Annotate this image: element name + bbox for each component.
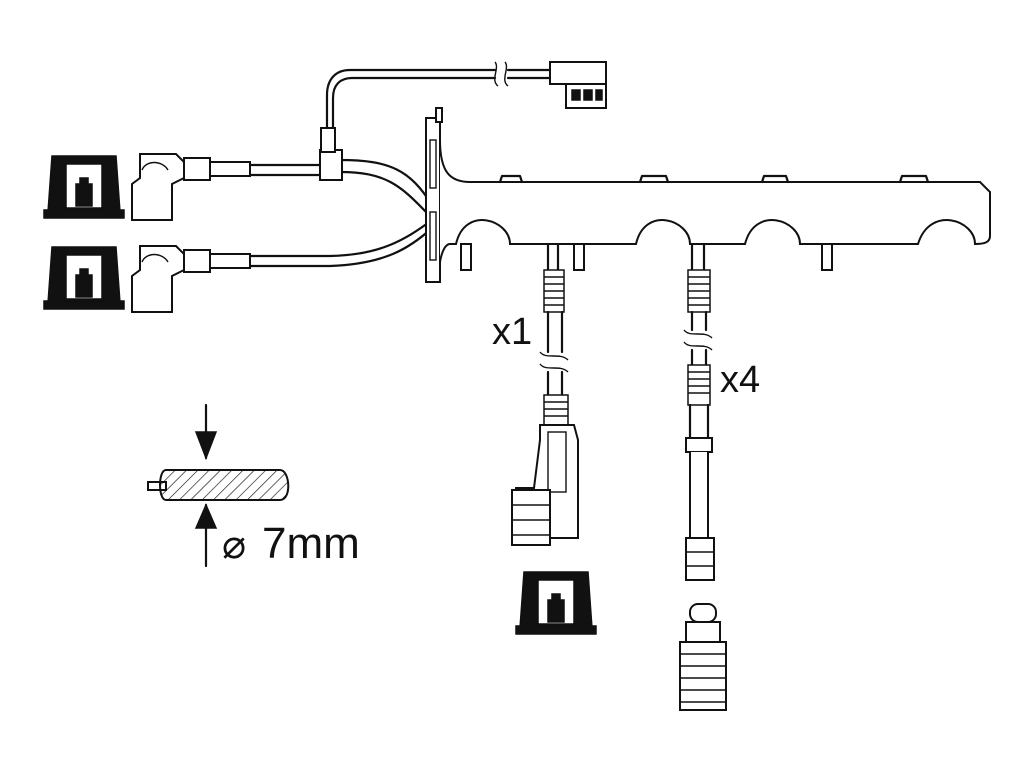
coil-boot-x1 — [515, 571, 597, 635]
plug-cap-bottom — [131, 245, 251, 313]
cable-cross-section — [147, 403, 290, 568]
harness-rail — [425, 107, 991, 283]
diameter-symbol: ⌀ — [222, 523, 246, 567]
count-label-x4: x4 — [720, 359, 760, 401]
lead-x4 — [683, 242, 715, 581]
plug-cap-top — [131, 153, 251, 221]
coil-boot-top — [43, 155, 125, 219]
sensor-connector — [549, 61, 607, 109]
diameter-value: 7mm — [262, 519, 360, 568]
count-label-x1: x1 — [492, 311, 532, 353]
lead-wires — [248, 61, 552, 268]
lead-x1 — [511, 242, 579, 546]
coil-boot-bottom — [43, 246, 125, 310]
plug-connector-x4 — [679, 603, 727, 711]
